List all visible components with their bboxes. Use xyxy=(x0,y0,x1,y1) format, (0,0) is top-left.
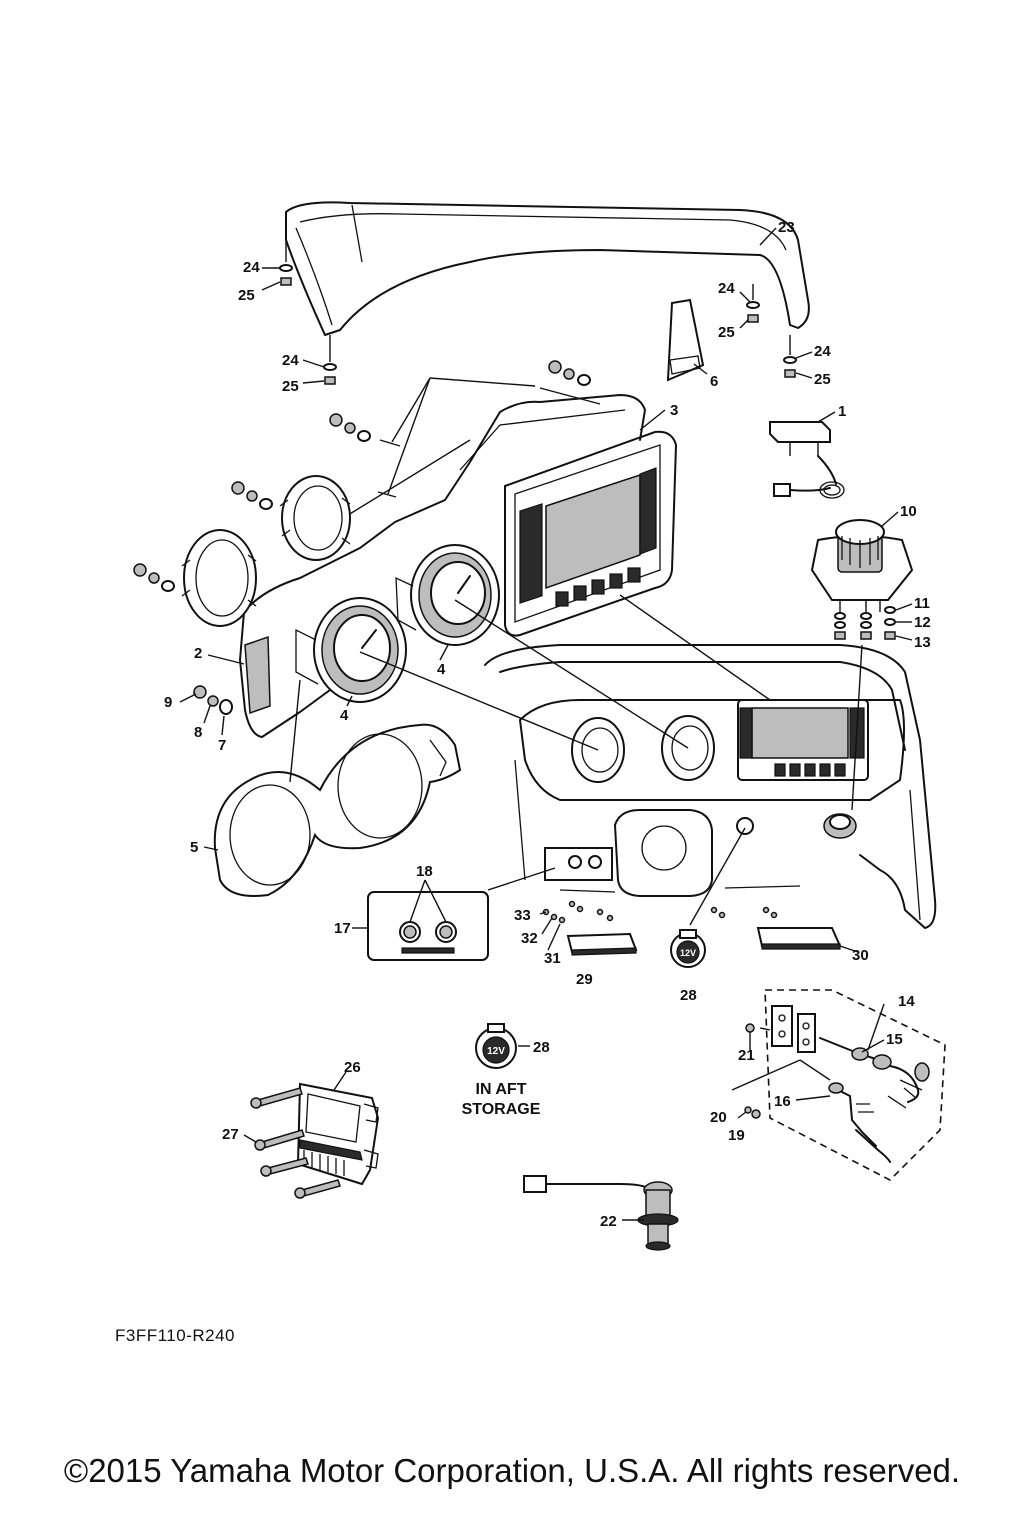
callout-7: 7 xyxy=(218,737,226,754)
callout-24d: 24 xyxy=(814,343,831,360)
callout-12: 12 xyxy=(914,614,931,631)
callout-18: 18 xyxy=(416,863,433,880)
callout-32: 32 xyxy=(521,930,538,947)
drawing-code: F3FF110-R240 xyxy=(115,1326,236,1345)
storage-note-line2: STORAGE xyxy=(462,1101,541,1118)
callout-33: 33 xyxy=(514,907,531,924)
small-fasteners-19-21 xyxy=(744,1023,761,1119)
callout-27: 27 xyxy=(222,1126,239,1143)
callout-leaders xyxy=(179,227,913,1143)
callout-24c: 24 xyxy=(718,280,735,297)
callout-24b: 24 xyxy=(282,352,299,369)
fasteners-23 xyxy=(279,240,797,385)
gauge-left-part xyxy=(295,597,407,703)
callout-17: 17 xyxy=(334,920,351,937)
trim-strip-right xyxy=(756,927,859,953)
callout-16: 16 xyxy=(774,1093,791,1110)
callout-25b: 25 xyxy=(282,378,299,395)
module-part xyxy=(769,421,845,499)
bezel-ring-right xyxy=(279,475,351,561)
callout-29: 29 xyxy=(576,971,593,988)
callout-9: 9 xyxy=(164,694,172,711)
callout-14: 14 xyxy=(898,993,915,1010)
callout-4-left: 4 xyxy=(340,707,349,724)
socket-label-aft: 12V xyxy=(487,1046,505,1057)
washers-11-13 xyxy=(834,606,896,640)
callout-2: 2 xyxy=(194,645,202,662)
callout-19: 19 xyxy=(728,1127,745,1144)
callout-25c: 25 xyxy=(718,324,735,341)
callout-8: 8 xyxy=(194,724,202,741)
callout-6: 6 xyxy=(710,373,718,390)
callout-24a: 24 xyxy=(243,259,260,276)
callout-28-top: 28 xyxy=(680,987,697,1004)
callout-30: 30 xyxy=(852,947,869,964)
callout-5: 5 xyxy=(190,839,198,856)
callout-4-right: 4 xyxy=(437,661,446,678)
display-part xyxy=(504,430,678,637)
callout-22: 22 xyxy=(600,1213,617,1230)
assembly-lead-lines xyxy=(289,594,863,926)
callout-1: 1 xyxy=(838,403,846,420)
fastener-stack-top xyxy=(133,360,601,715)
wiring-kit-part xyxy=(731,989,946,1181)
callout-25d: 25 xyxy=(814,371,831,388)
copyright-footer: ©2015 Yamaha Motor Corporation, U.S.A. A… xyxy=(63,1452,961,1489)
knob-controller-part xyxy=(810,519,914,612)
callout-31: 31 xyxy=(544,950,561,967)
dash-panel-part xyxy=(239,394,646,738)
gauge-right-part xyxy=(395,544,500,646)
power-socket-top: 12V xyxy=(670,929,706,968)
trim-strip-left xyxy=(566,932,638,956)
callout-28-aft: 28 xyxy=(533,1039,550,1056)
sensor-part xyxy=(523,1175,679,1251)
panel-screws xyxy=(377,377,536,498)
bezel-ring-left xyxy=(181,529,257,627)
callout-10: 10 xyxy=(900,503,917,520)
top-cover-part xyxy=(285,201,810,336)
trim-screws xyxy=(542,900,778,924)
callout-labels: 24 25 24 25 24 25 24 25 23 6 3 1 10 11 1… xyxy=(164,219,931,1230)
callout-20: 20 xyxy=(710,1109,727,1126)
socket-label-top: 12V xyxy=(680,948,696,958)
callout-21: 21 xyxy=(738,1047,755,1064)
bracket-part xyxy=(666,298,705,382)
assembled-dash xyxy=(484,644,937,929)
switch-panel-part xyxy=(352,879,489,961)
callout-25a: 25 xyxy=(238,287,255,304)
bezel-frame-part xyxy=(213,723,462,897)
callout-26: 26 xyxy=(344,1059,361,1076)
callout-13: 13 xyxy=(914,634,931,651)
callout-23: 23 xyxy=(778,219,795,236)
storage-note-line1: IN AFT xyxy=(476,1081,527,1098)
callout-3: 3 xyxy=(670,402,678,419)
junction-box-part xyxy=(296,1082,380,1186)
power-socket-aft: 12V xyxy=(475,1023,530,1069)
callout-15: 15 xyxy=(886,1031,903,1048)
callout-11: 11 xyxy=(914,595,930,612)
screws-27 xyxy=(250,1087,341,1199)
